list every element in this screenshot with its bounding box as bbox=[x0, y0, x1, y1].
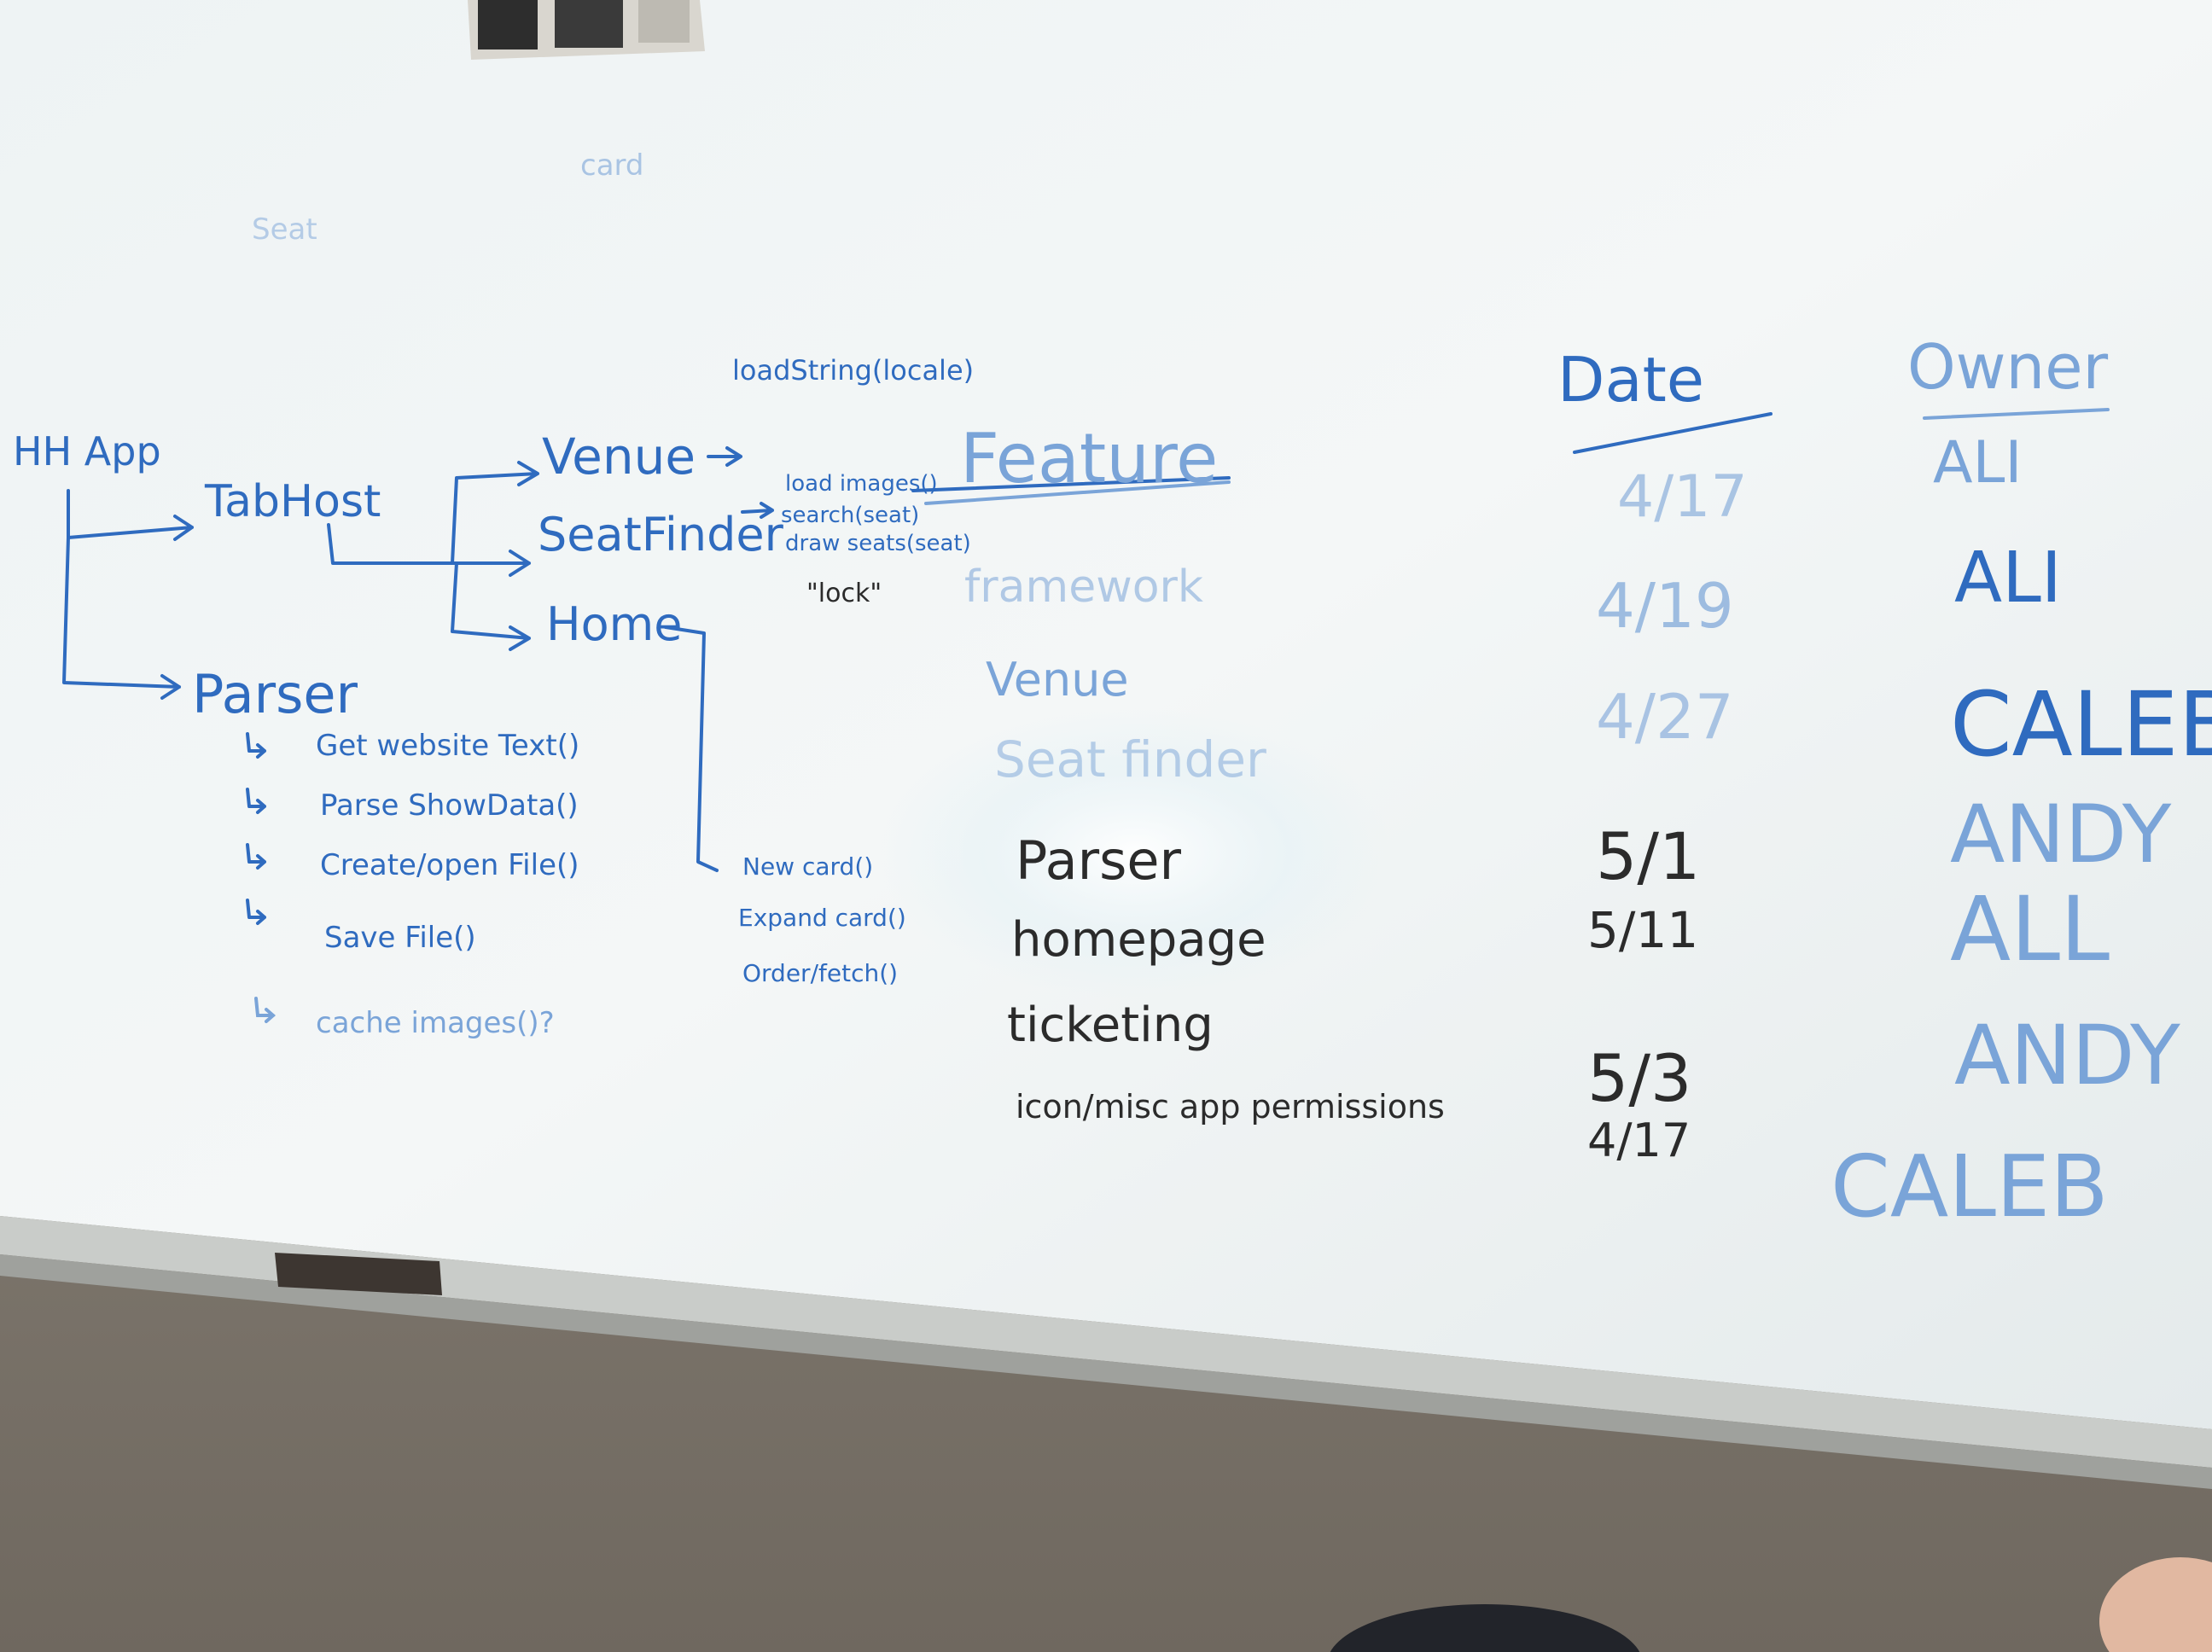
row-6-feature: ticketing bbox=[1007, 998, 1214, 1053]
home-label: Home bbox=[546, 597, 682, 651]
top-note: loadString(locale) bbox=[732, 354, 974, 387]
owner-header: Owner bbox=[1907, 331, 2108, 403]
parser-label: Parser bbox=[192, 663, 358, 725]
row-1-date: 4/17 bbox=[1617, 463, 1748, 531]
header-underlines bbox=[924, 408, 2110, 505]
row-2-date: 4/19 bbox=[1596, 570, 1734, 642]
row-5-feature: homepage bbox=[1011, 912, 1266, 968]
row-5-owner: ALL bbox=[1950, 877, 2110, 981]
home-method-1: New card() bbox=[742, 852, 873, 881]
row-7-date: 4/17 bbox=[1587, 1114, 1691, 1167]
row-6-date: 5/3 bbox=[1587, 1040, 1691, 1116]
home-method-3: Order/fetch() bbox=[742, 959, 898, 987]
venue-label: Venue bbox=[542, 428, 696, 486]
row-6-owner: ANDY bbox=[1954, 1008, 2180, 1103]
venue-method-4: "lock" bbox=[806, 579, 882, 608]
eraser bbox=[275, 1253, 442, 1295]
faint-note-left: Seat bbox=[252, 212, 317, 247]
diagram-arrows bbox=[62, 446, 1231, 1023]
row-4-date: 5/1 bbox=[1596, 818, 1700, 894]
parser-method-5: cache images()? bbox=[316, 1006, 555, 1040]
date-header: Date bbox=[1557, 344, 1704, 416]
parser-method-3: Create/open File() bbox=[320, 848, 579, 882]
row-1-feature: framework bbox=[964, 561, 1203, 613]
row-5-date: 5/11 bbox=[1587, 901, 1698, 959]
row-3-feature: Seat finder bbox=[994, 730, 1266, 788]
board-rail-shadow bbox=[0, 1254, 2212, 1489]
hand bbox=[2099, 1557, 2212, 1652]
board-rail bbox=[0, 1216, 2212, 1468]
row-3-date: 4/27 bbox=[1596, 681, 1734, 753]
seatfinder-label: SeatFinder bbox=[538, 508, 784, 561]
home-method-2: Expand card() bbox=[738, 904, 906, 932]
row-4-feature: Parser bbox=[1016, 829, 1182, 892]
parser-method-2: Parse ShowData() bbox=[320, 788, 579, 823]
tabhost-label: TabHost bbox=[204, 476, 381, 527]
row-1-owner: ALI bbox=[1933, 429, 2022, 497]
row-7-owner: CALEB bbox=[1831, 1137, 2109, 1236]
venue-method-1: load images() bbox=[785, 471, 938, 497]
row-7-feature: icon/misc app permissions bbox=[1016, 1088, 1445, 1126]
row-4-owner: ANDY bbox=[1950, 788, 2172, 881]
parser-method-1: Get website Text() bbox=[316, 729, 579, 763]
parser-method-4: Save File() bbox=[324, 921, 476, 955]
row-2-owner: ALI bbox=[1954, 538, 2062, 619]
root-label: HH App bbox=[13, 428, 161, 474]
dark-object bbox=[1330, 1604, 1640, 1652]
row-3-owner: CALEB bbox=[1950, 672, 2212, 777]
row-2-feature: Venue bbox=[986, 653, 1129, 707]
light-glare bbox=[879, 708, 1391, 998]
venue-method-2: search(seat) bbox=[781, 503, 919, 528]
faint-note-top: card bbox=[580, 148, 644, 183]
venue-method-3: draw seats(seat) bbox=[785, 531, 971, 556]
taped-paper bbox=[468, 0, 705, 60]
